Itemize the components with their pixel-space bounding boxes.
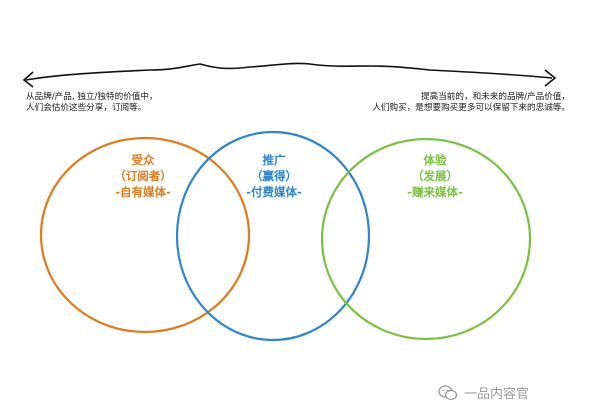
experience-subtitle: （发展） bbox=[412, 169, 458, 183]
experience-title: 体验 bbox=[423, 153, 447, 167]
left-note: 从品牌/产品, 独立/独特的价值中， 人们会估价这些分享，订阅等。 bbox=[26, 92, 158, 114]
promotion-subtitle: （赢得） bbox=[251, 169, 297, 183]
promotion-title: 推广 bbox=[262, 153, 286, 167]
right-note-line: 提高当前的，和未来的品牌/产品价值， bbox=[421, 92, 570, 102]
promotion-label: 推广 （赢得） -付费媒体- bbox=[214, 152, 334, 200]
experience-circle bbox=[320, 137, 532, 341]
left-note-line: 从品牌/产品, 独立/独特的价值中， bbox=[26, 92, 158, 102]
promotion-circle bbox=[175, 130, 371, 342]
wechat-icon bbox=[438, 384, 458, 400]
audience-circle bbox=[39, 136, 251, 334]
right-note: 提高当前的，和未来的品牌/产品价值， 人们购买，是想要购买更多可以保留下来的忠诚… bbox=[372, 92, 570, 114]
audience-label: 受众 （订阅者） -自有媒体- bbox=[88, 152, 198, 200]
timeline-right-arrowhead bbox=[544, 69, 557, 87]
promotion-media: -付费媒体- bbox=[246, 185, 302, 199]
audience-media: -自有媒体- bbox=[115, 185, 171, 199]
audience-subtitle: （订阅者） bbox=[114, 169, 172, 183]
left-note-line: 人们会估价这些分享，订阅等。 bbox=[26, 103, 147, 113]
timeline-left-arrowhead bbox=[22, 71, 34, 88]
experience-media: -赚来媒体- bbox=[407, 185, 463, 199]
watermark: 一品内容官 bbox=[438, 383, 529, 402]
watermark-text: 一品内容官 bbox=[464, 387, 530, 402]
timeline-line bbox=[25, 62, 553, 81]
experience-label: 体验 （发展） -赚来媒体- bbox=[380, 152, 490, 200]
right-note-line: 人们购买，是想要购买更多可以保留下来的忠诚等。 bbox=[372, 103, 570, 113]
audience-title: 受众 bbox=[131, 153, 155, 167]
